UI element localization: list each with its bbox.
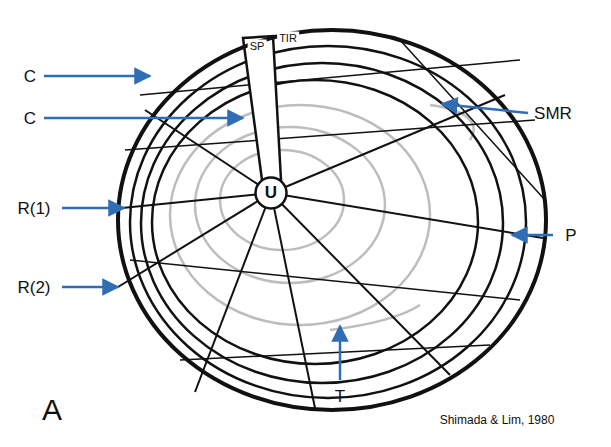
part-label: P bbox=[565, 227, 576, 244]
chord-lines bbox=[125, 40, 545, 360]
radial-lines bbox=[118, 95, 543, 408]
part-label: R(2) bbox=[17, 279, 50, 296]
dome-outline bbox=[118, 30, 546, 410]
outer-rings bbox=[130, 46, 526, 398]
part-label: C bbox=[24, 68, 36, 85]
part-label: TIR bbox=[277, 32, 299, 45]
support-rod bbox=[243, 36, 281, 180]
hub-circle: U bbox=[254, 176, 288, 210]
part-label: C bbox=[24, 110, 36, 127]
panel-letter: A bbox=[42, 395, 62, 425]
inner-rings bbox=[170, 105, 474, 330]
part-label: R(1) bbox=[17, 200, 50, 217]
part-label: T bbox=[335, 388, 345, 405]
part-label: SMR bbox=[534, 105, 572, 122]
part-label: SP bbox=[248, 40, 267, 53]
citation: Shimada & Lim, 1980 bbox=[440, 414, 555, 426]
leader-arrows bbox=[44, 76, 553, 380]
hub-label: U bbox=[254, 176, 288, 210]
